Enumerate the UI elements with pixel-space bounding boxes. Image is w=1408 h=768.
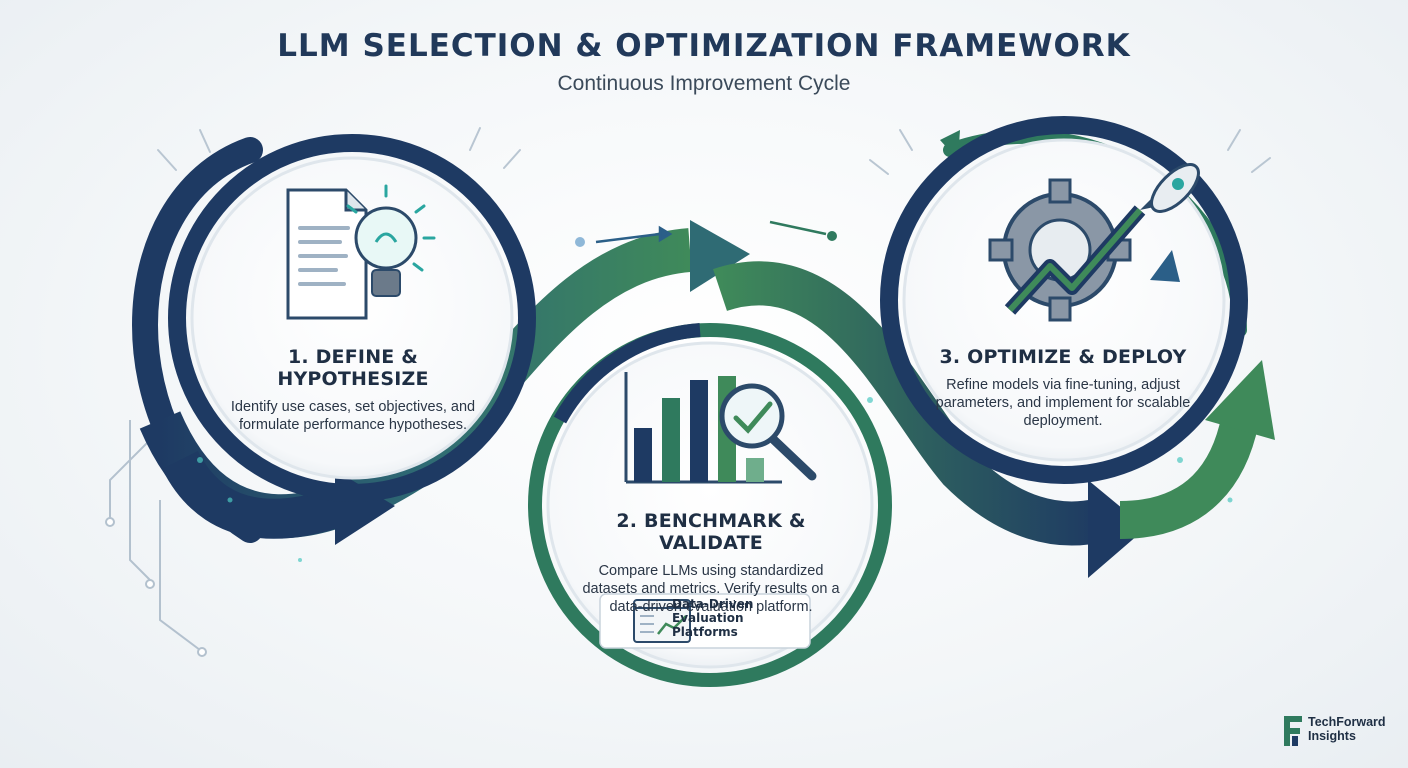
brand-mark: TechForward Insights bbox=[1280, 713, 1400, 747]
bar-chart-magnifier-icon bbox=[624, 372, 817, 484]
step-3-description: Refine models via fine-tuning, adjust pa… bbox=[935, 377, 1191, 429]
platform-badge-label: Data-Driven Evaluation Platforms bbox=[672, 597, 754, 639]
step-3: 3. OPTIMIZE & DEPLOY Refine models via f… bbox=[930, 346, 1196, 430]
dashboard-window-icon bbox=[599, 593, 811, 649]
gear-rocket-icon bbox=[988, 163, 1200, 322]
circuit-traces bbox=[105, 420, 207, 657]
brand-name: TechForward Insights bbox=[1308, 715, 1386, 743]
page-title: LLM SELECTION & OPTIMIZATION FRAMEWORK bbox=[277, 28, 1131, 64]
step-2: 2. BENCHMARK & VALIDATE Compare LLMs usi… bbox=[572, 510, 850, 616]
f-logo-icon bbox=[1284, 716, 1302, 746]
arrow-head-3 bbox=[1205, 360, 1275, 440]
connector-arrows bbox=[575, 220, 837, 247]
step-2-circle bbox=[528, 323, 892, 687]
flow-arrow-2 bbox=[713, 261, 1106, 546]
step-2-description: Compare LLMs using standardized datasets… bbox=[582, 563, 840, 615]
decorative-rays bbox=[157, 127, 1271, 175]
platform-badge: Data-Driven Evaluation Platforms bbox=[596, 590, 814, 648]
step-1: 1. DEFINE & HYPOTHESIZE Identify use cas… bbox=[222, 346, 484, 434]
arrow-head-1 bbox=[690, 220, 750, 292]
page-subtitle: Continuous Improvement Cycle bbox=[557, 72, 851, 95]
step-3-heading: 3. OPTIMIZE & DEPLOY bbox=[939, 346, 1187, 368]
step-1-description: Identify use cases, set objectives, and … bbox=[230, 399, 476, 433]
flow-arrow-3 bbox=[1119, 415, 1259, 539]
step-2-heading: 2. BENCHMARK & VALIDATE bbox=[616, 510, 806, 554]
arrow-head-2 bbox=[1088, 480, 1146, 578]
document-lightbulb-icon bbox=[286, 184, 436, 320]
step-1-heading: 1. DEFINE & HYPOTHESIZE bbox=[277, 346, 429, 390]
flow-arrow-0 bbox=[162, 450, 352, 539]
